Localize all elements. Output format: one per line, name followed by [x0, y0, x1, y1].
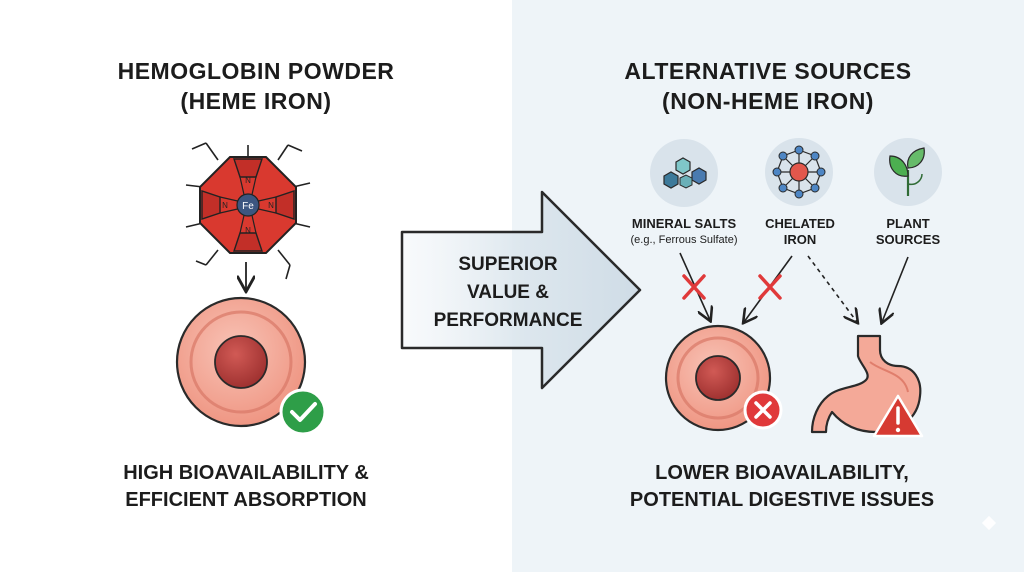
- mineral-salts-label: MINERAL SALTS: [631, 216, 737, 231]
- non-heme-title-line1: ALTERNATIVE SOURCES: [624, 58, 912, 84]
- arrow-text-line1: SUPERIOR: [458, 254, 558, 275]
- source-label-plant-sources: PLANT SOURCES: [838, 216, 978, 248]
- svg-text:N: N: [245, 226, 251, 235]
- non-heme-caption-line1: LOWER BIOAVAILABILITY,: [655, 462, 909, 484]
- svg-text:N: N: [222, 201, 228, 210]
- arrow-text-line2: VALUE &: [467, 282, 549, 303]
- arrow-text-line3: PERFORMANCE: [433, 310, 583, 331]
- heme-caption: HIGH BIOAVAILABILITY & EFFICIENT ABSORPT…: [36, 460, 456, 514]
- svg-text:N: N: [245, 176, 251, 185]
- blocked-x-icon: [758, 274, 782, 300]
- non-heme-caption-line2: POTENTIAL DIGESTIVE ISSUES: [629, 489, 935, 511]
- heme-title-line1: HEMOGLOBIN POWDER: [117, 58, 395, 84]
- non-heme-title: ALTERNATIVE SOURCES (NON-HEME IRON): [568, 56, 968, 116]
- plant-sources-arrow: [882, 256, 909, 322]
- svg-text:N: N: [268, 201, 274, 210]
- source-label-chelated-iron: CHELATED IRON: [730, 216, 870, 248]
- source-label-mineral-salts: MINERAL SALTS (e.g., Ferrous Sulfate): [614, 216, 754, 248]
- chelated-iron-label-line1: CHELATED: [765, 216, 835, 231]
- heme-title: HEMOGLOBIN POWDER (HEME IRON): [56, 56, 456, 116]
- plant-sources-label-line1: PLANT: [886, 216, 930, 231]
- warning-icon: [872, 394, 924, 438]
- red-blood-cell-icon: [664, 324, 772, 432]
- molecule-network-icon: [765, 138, 833, 206]
- superior-value-label: SUPERIOR VALUE & PERFORMANCE: [412, 251, 604, 335]
- plant-sources-label-line2: SOURCES: [875, 232, 941, 247]
- leaf-sprout-icon: [874, 138, 942, 206]
- heme-caption-line2: EFFICIENT ABSORPTION: [125, 489, 367, 511]
- heme-title-line2: (HEME IRON): [180, 88, 332, 114]
- iron-atom-label: Fe: [242, 201, 254, 212]
- cross-icon: [743, 390, 783, 430]
- blocked-x-icon: [682, 274, 706, 300]
- mineral-salts-example: (e.g., Ferrous Sulfate): [630, 234, 738, 246]
- superior-value-arrow: [400, 190, 642, 390]
- check-icon: [279, 388, 327, 436]
- chelated-iron-label-line2: IRON: [783, 232, 817, 247]
- heme-molecule-icon: N N N N Fe: [185, 142, 311, 280]
- red-blood-cell-icon: [175, 296, 307, 428]
- chelated-to-stomach-arrow: [807, 255, 857, 322]
- non-heme-caption: LOWER BIOAVAILABILITY, POTENTIAL DIGESTI…: [572, 460, 992, 514]
- hexagon-crystals-icon: [650, 139, 718, 207]
- non-heme-title-line2: (NON-HEME IRON): [662, 88, 874, 114]
- heme-caption-line1: HIGH BIOAVAILABILITY &: [123, 462, 369, 484]
